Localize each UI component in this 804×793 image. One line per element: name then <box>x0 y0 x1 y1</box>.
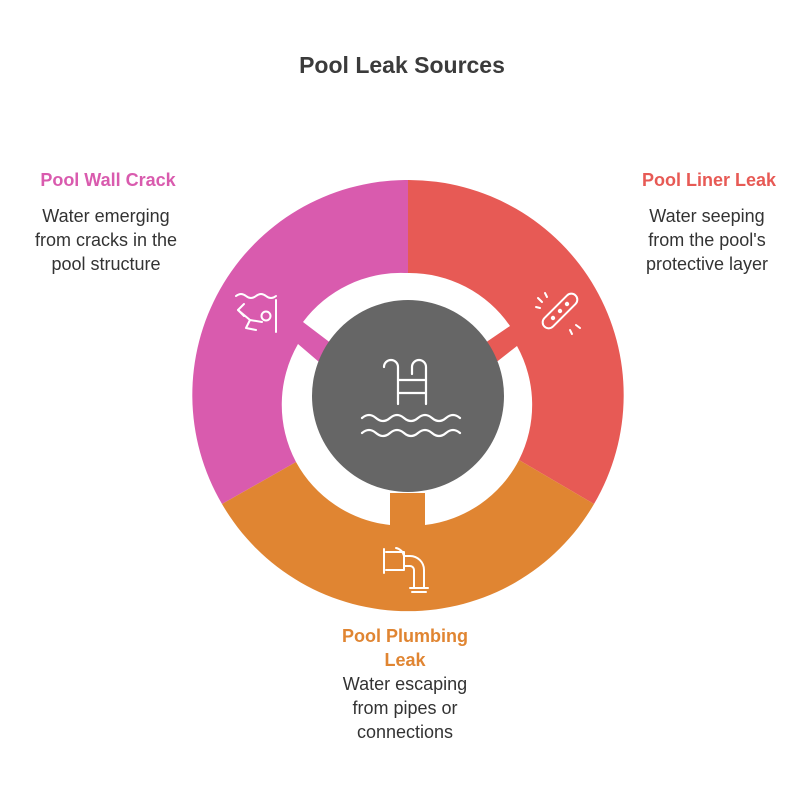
label-pool-liner-leak: Pool Liner Leak <box>641 170 777 190</box>
label-pool-wall-crack: Pool Wall Crack <box>40 170 176 190</box>
segment-pool-liner-leak[interactable] <box>408 179 624 504</box>
label-pool-plumbing-leak: Pool Plumbing Leak <box>280 624 530 672</box>
description-pool-liner-leak: Water seeping from the pool's protective… <box>610 204 804 276</box>
description-line: Water emerging <box>42 206 170 226</box>
label-line: Pool Plumbing <box>342 626 468 646</box>
description-line: from cracks in the <box>34 230 178 250</box>
description-line: connections <box>356 722 454 742</box>
liner-strip-icon <box>535 292 581 335</box>
diagram-title: Pool Leak Sources <box>299 52 505 78</box>
description-line: from pipes or <box>352 698 458 718</box>
description-line: Water escaping <box>342 674 468 694</box>
label-line: Leak <box>384 650 426 670</box>
swimmer-icon <box>235 293 277 333</box>
description-pool-plumbing-leak: Water escaping from pipes or connections <box>280 672 530 744</box>
segment-pool-wall-crack[interactable] <box>192 180 408 504</box>
center-circle <box>312 300 504 492</box>
description-line: pool structure <box>51 254 161 274</box>
description-pool-wall-crack: Water emerging from cracks in the pool s… <box>0 204 212 276</box>
pool-ladder-icon <box>360 358 462 438</box>
description-line: from the pool's <box>648 230 766 250</box>
pipe-icon <box>383 547 429 593</box>
description-line: protective layer <box>645 254 769 274</box>
description-line: Water seeping <box>649 206 765 226</box>
segment-pool-plumbing-leak[interactable] <box>222 460 594 612</box>
